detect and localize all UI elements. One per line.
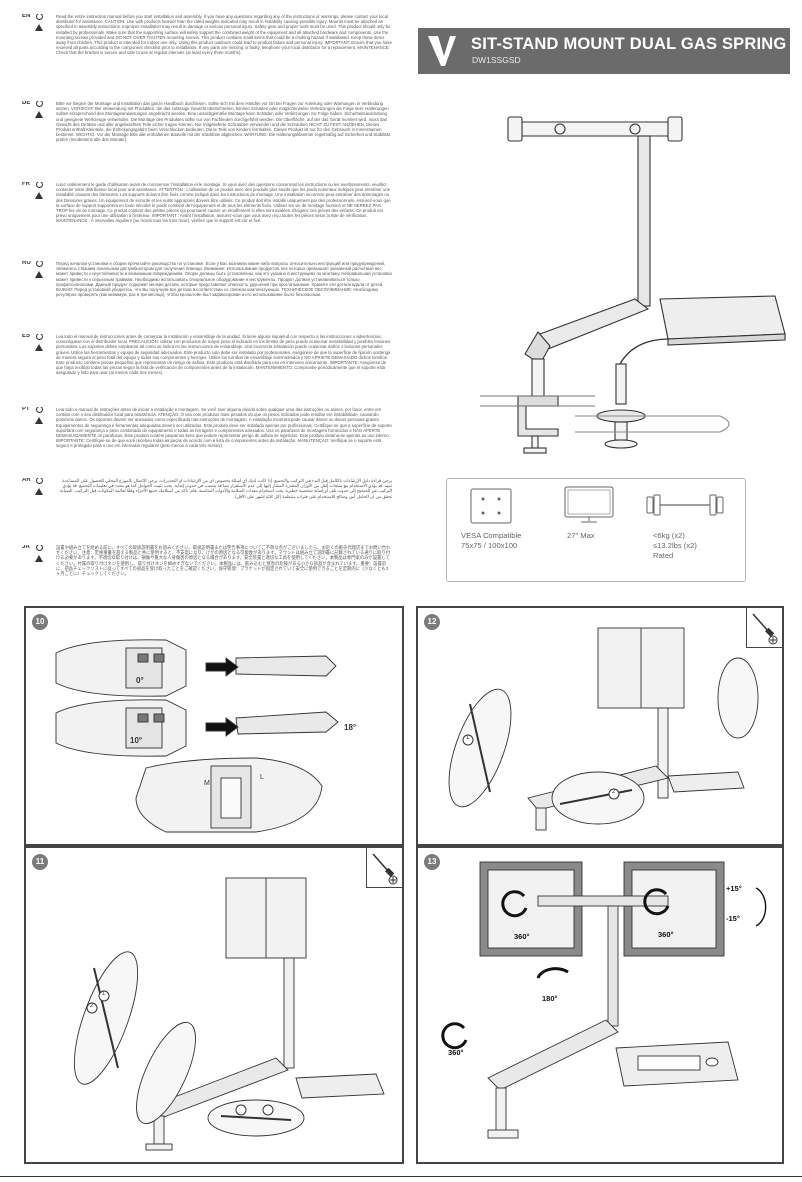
step-12-diagram — [448, 627, 759, 831]
step-number: 11 — [32, 854, 48, 870]
lang-text: يرجى قراءة دليل الإرشادات بالكامل قبل ال… — [58, 478, 392, 499]
lang-code: PT — [22, 407, 30, 412]
info-icon — [36, 101, 43, 107]
spec-vesa-line1: VESA Compatible — [461, 531, 522, 540]
spec-max-size: 27" Max — [567, 531, 595, 540]
screwdriver-icon — [372, 853, 398, 885]
screwdriver-tool-badge — [366, 848, 402, 888]
warning-icon — [35, 555, 43, 562]
warning-icon — [35, 111, 43, 118]
lang-text: Lisez entièrement le guide d'utilisation… — [56, 182, 391, 224]
model-number: DW1SSGSD — [472, 55, 521, 65]
spec-vesa-line2: 75x75 / 100x100 — [461, 541, 518, 550]
weight-icon — [646, 494, 724, 516]
info-icon — [36, 478, 43, 484]
warning-icon — [35, 271, 43, 278]
spec-weight-line1: <6kg (x2) — [653, 531, 685, 540]
product-illustration — [480, 116, 786, 454]
step-number: 10 — [32, 614, 48, 630]
lang-text: Lea todo el manual de instrucciones ante… — [56, 334, 391, 376]
lang-code: AR — [22, 478, 31, 483]
spec-weight-line3: Rated — [653, 551, 674, 560]
info-icon — [36, 14, 43, 20]
info-icon — [36, 182, 43, 188]
lang-code: EN — [22, 14, 31, 19]
angle-18: 18° — [344, 723, 357, 732]
step-13-panel: 13 360° 360° 180° 360° +15° -15° — [416, 846, 784, 1164]
warning-icon — [35, 24, 43, 31]
lang-block-ja: JA 設置や組み立てを始める前に、すべての取扱説明書をお読みください。取扱説明書… — [22, 545, 392, 619]
lang-text: 設置や組み立てを始める前に、すべての取扱説明書をお読みください。取扱説明書または… — [56, 545, 391, 577]
step-13-diagram — [441, 861, 767, 1139]
lang-text: Перед началом установки и сборки прочита… — [56, 261, 392, 298]
rotation-label-arm: 180° — [542, 994, 558, 1003]
marker-1: 1 — [102, 991, 106, 997]
lang-block-ar: AR يرجى قراءة دليل الإرشادات بالكامل قبل… — [22, 478, 392, 536]
marker-2: 2 — [612, 789, 616, 795]
v7-logo-icon — [428, 36, 456, 66]
lang-block-es: ES Lea todo el manual de instrucciones a… — [22, 334, 392, 398]
lang-code: DE — [22, 101, 31, 106]
lang-code: FR — [22, 182, 30, 187]
warning-icon — [35, 192, 43, 199]
rotation-label-right: 360° — [658, 930, 674, 939]
lang-text: Bitte vor Beginn der Montage und Install… — [56, 101, 390, 143]
rotation-label-base: 360° — [448, 1048, 464, 1057]
info-icon — [36, 407, 43, 413]
warning-icon — [35, 488, 43, 495]
marker-2: 2 — [90, 1003, 94, 1009]
spec-box: VESA Compatible 75x75 / 100x100 27" Max … — [446, 478, 746, 582]
marker-1: 1 — [466, 735, 470, 741]
warning-icon — [35, 417, 43, 424]
header-banner: SIT-STAND MOUNT DUAL GAS SPRING DW1SSGSD — [418, 28, 790, 74]
label-l: L — [260, 774, 264, 781]
step-10-panel: 10 0° 10° 18° M L — [24, 606, 404, 846]
screwdriver-icon — [752, 613, 778, 645]
lang-text: Read the entire instruction manual befor… — [56, 14, 392, 56]
page-title: SIT-STAND MOUNT DUAL GAS SPRING — [471, 35, 787, 53]
tilt-down-label: -15° — [726, 914, 740, 923]
label-m: M — [204, 780, 210, 787]
step-number: 13 — [424, 854, 440, 870]
monitor-size-icon — [564, 486, 614, 523]
footer-rule — [0, 1176, 802, 1177]
info-icon — [36, 545, 43, 551]
step-10-diagram — [55, 639, 339, 833]
info-icon — [36, 334, 43, 340]
rotation-label-left: 360° — [514, 932, 530, 941]
info-icon — [36, 261, 43, 267]
lang-code: JA — [22, 545, 30, 550]
angle-10: 10° — [130, 736, 143, 745]
lang-block-en: EN Read the entire instruction manual be… — [22, 14, 392, 92]
instructions-column: EN Read the entire instruction manual be… — [22, 14, 392, 628]
warning-icon — [35, 344, 43, 351]
lang-block-fr: FR Lisez entièrement le guide d'utilisat… — [22, 182, 392, 252]
lang-block-pt: PT Leia todo o manual de instruções ante… — [22, 407, 392, 469]
spec-weight-line2: ≤13.2lbs (x2) — [653, 541, 697, 550]
step-11-panel: 11 1 2 — [24, 846, 404, 1164]
lang-block-de: DE Bitte vor Beginn der Montage und Inst… — [22, 101, 392, 173]
lang-code: RU — [22, 261, 31, 266]
vesa-icon — [470, 488, 512, 524]
screwdriver-tool-badge — [746, 608, 782, 648]
lang-text: Leia todo o manual de instruções antes d… — [56, 407, 392, 449]
lang-code: ES — [22, 334, 31, 339]
step-12-panel: 12 1 2 — [416, 606, 784, 846]
lang-block-ru: RU Перед началом установки и сборки проч… — [22, 261, 392, 325]
step-11-diagram — [73, 877, 385, 1151]
tilt-up-label: +15° — [726, 884, 742, 893]
angle-0: 0° — [136, 676, 144, 685]
step-number: 12 — [424, 614, 440, 630]
